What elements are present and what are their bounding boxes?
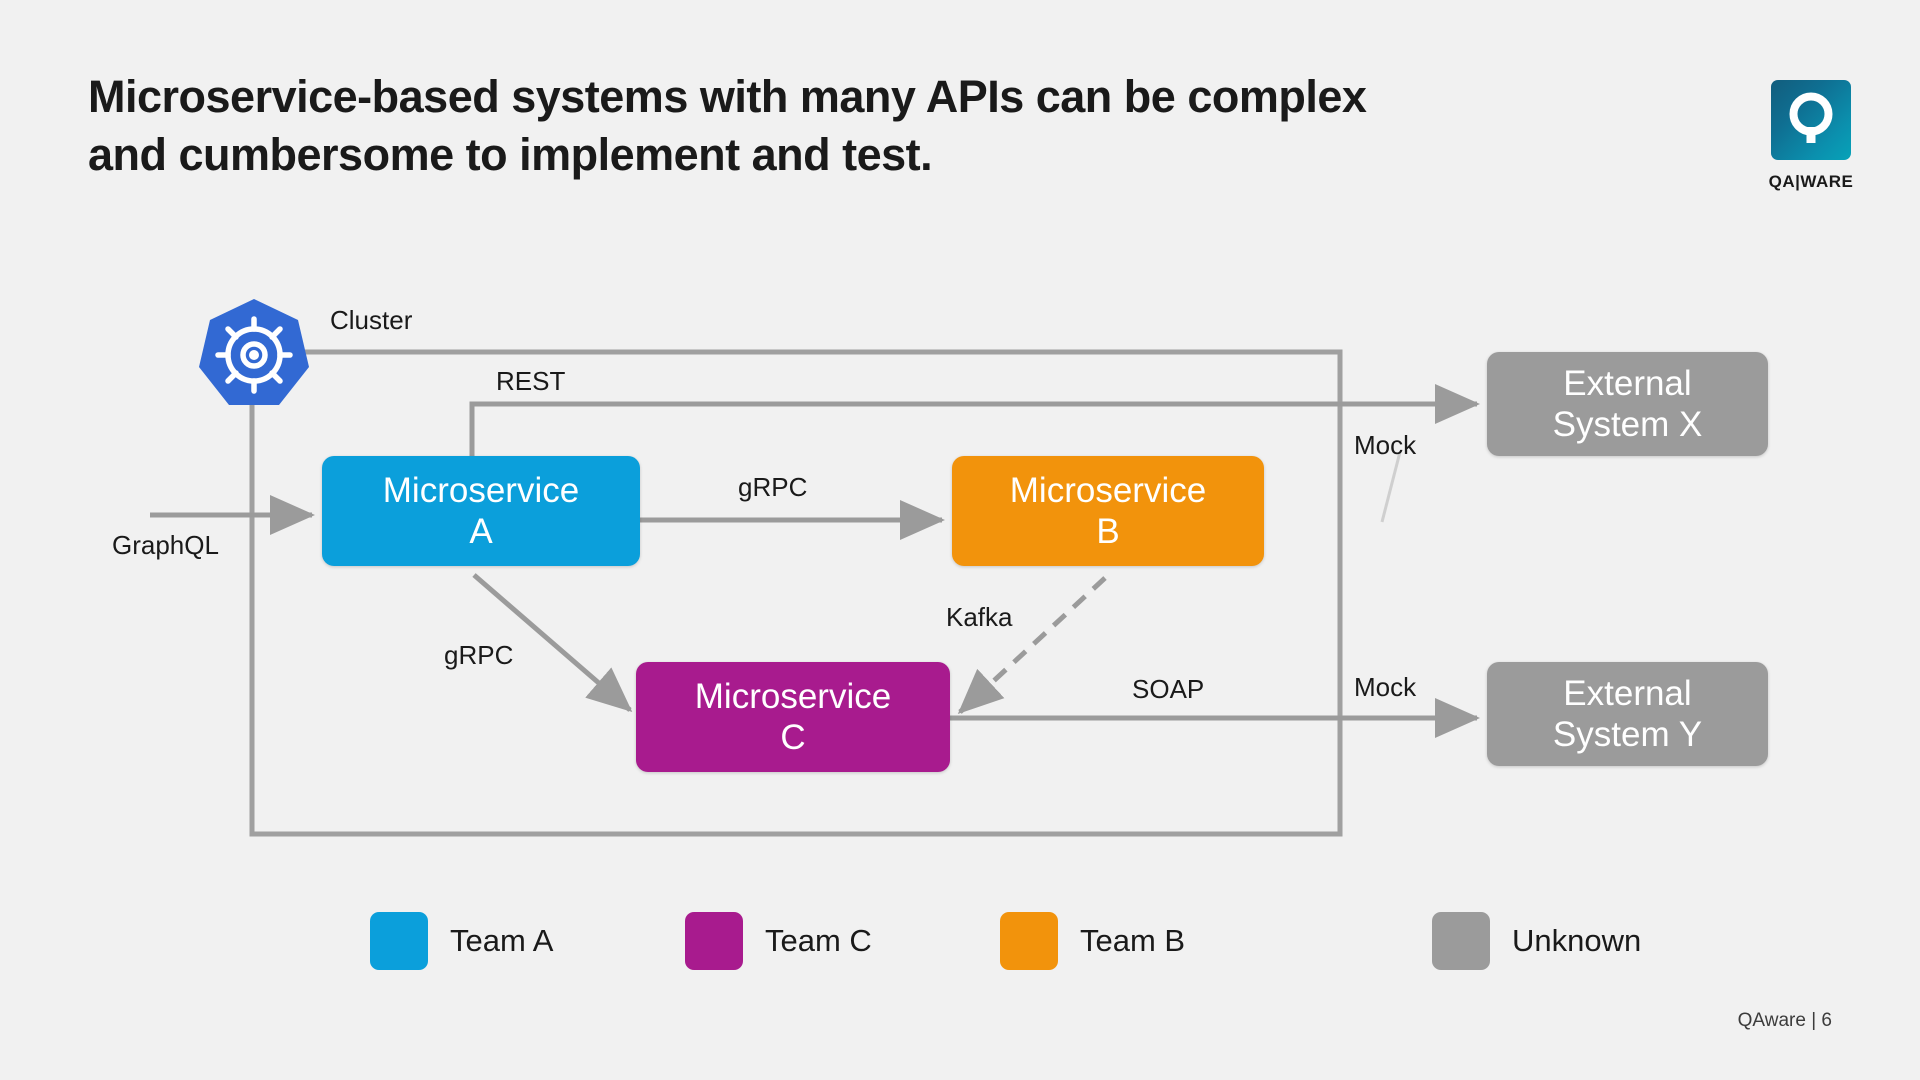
- edge-rest: [469, 384, 1481, 456]
- mock-leader-x: [1380, 451, 1402, 523]
- kubernetes-icon: [196, 295, 312, 411]
- label-kafka: Kafka: [946, 602, 1013, 632]
- node-microservice-a[interactable]: Microservice A: [322, 456, 640, 566]
- label-rest: REST: [496, 366, 566, 396]
- legend: Team A Team C Team B Unknown: [0, 912, 1920, 982]
- legend-item-team-a: Team A: [370, 912, 553, 970]
- label-graphql: GraphQL: [112, 530, 219, 560]
- legend-label-team-a: Team A: [450, 923, 554, 958]
- legend-swatch-team-a: [370, 912, 428, 970]
- legend-label-team-c: Team C: [765, 923, 872, 958]
- legend-swatch-team-c: [685, 912, 743, 970]
- label-mock-y: Mock: [1354, 672, 1417, 702]
- qaware-q-logo-icon: [1771, 80, 1851, 160]
- label-grpc-a-c: gRPC: [444, 640, 514, 670]
- legend-item-team-c: Team C: [685, 912, 872, 970]
- node-external-system-x[interactable]: External System X: [1487, 352, 1768, 456]
- legend-swatch-unknown: [1432, 912, 1490, 970]
- label-cluster: Cluster: [330, 305, 413, 335]
- node-microservice-c[interactable]: Microservice C: [636, 662, 950, 772]
- node-external-system-y[interactable]: External System Y: [1487, 662, 1768, 766]
- node-microservice-b[interactable]: Microservice B: [952, 456, 1264, 566]
- qaware-logo: QA|WARE: [1765, 80, 1857, 192]
- legend-label-unknown: Unknown: [1512, 923, 1642, 958]
- legend-label-team-b: Team B: [1080, 923, 1186, 958]
- label-mock-x: Mock: [1354, 430, 1417, 460]
- label-grpc-a-b: gRPC: [738, 472, 808, 502]
- edge-kafka-b-c: [957, 576, 1107, 715]
- label-soap: SOAP: [1132, 674, 1205, 704]
- page-title: Microservice-based systems with many API…: [88, 71, 1367, 180]
- legend-swatch-team-b: [1000, 912, 1058, 970]
- legend-item-team-b: Team B: [1000, 912, 1185, 970]
- edge-grpc-a-c: [472, 573, 633, 712]
- qaware-wordmark: QA|WARE: [1768, 172, 1854, 191]
- slide-footer: QAware | 6: [1737, 1010, 1832, 1031]
- legend-item-unknown: Unknown: [1432, 912, 1641, 970]
